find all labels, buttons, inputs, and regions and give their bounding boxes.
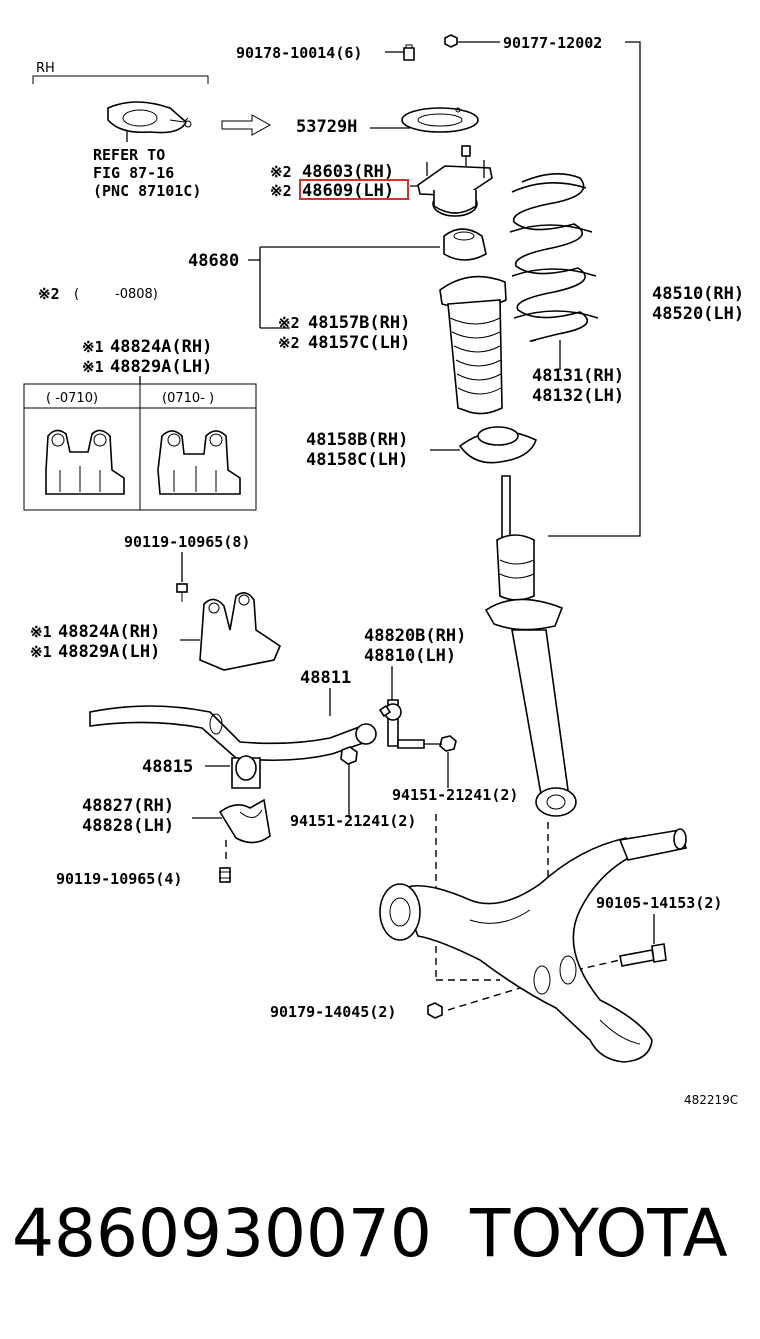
label-bolt-arm[interactable]: 90105-14153(2)	[596, 894, 722, 912]
figure-code: 482219C	[684, 1093, 738, 1107]
mark-bracket-rh: ※1	[82, 338, 104, 356]
nut-icon	[427, 1002, 443, 1019]
nut-icon	[444, 34, 458, 48]
label-boot-lh[interactable]: 48157C(LH)	[308, 333, 410, 353]
label-link-lh[interactable]: 48810(LH)	[364, 646, 456, 666]
label-bolt-top[interactable]: 90178-10014(6)	[236, 44, 362, 62]
label-seat-lh[interactable]: 48158C(LH)	[306, 450, 408, 470]
label-nut-link-upper[interactable]: 94151-21241(2)	[392, 786, 518, 804]
label-link-rh[interactable]: 48820B(RH)	[364, 626, 466, 646]
label-bracket-rh[interactable]: 48824A(RH)	[110, 337, 212, 357]
dust-boot	[439, 275, 507, 415]
label-bolt-bracket[interactable]: 90119-10965(8)	[124, 533, 250, 551]
label-absorber-rh[interactable]: 48510(RH)	[652, 284, 744, 304]
stabilizer-bar	[89, 705, 377, 762]
mark-bracket2-rh: ※1	[30, 623, 52, 641]
label-boot-rh[interactable]: 48157B(RH)	[308, 313, 410, 333]
bushing-bracket	[218, 798, 271, 844]
mark-boot-lh: ※2	[278, 334, 300, 352]
spring-seat	[458, 426, 537, 464]
note2-range: -0808)	[115, 287, 158, 302]
stabilizer-link	[378, 699, 457, 752]
refer-line-3: (PNC 87101C)	[93, 182, 201, 200]
mark-mount-rh: ※2	[270, 163, 292, 181]
label-bushing-bracket-lh[interactable]: 48828(LH)	[82, 816, 174, 836]
bump-stopper	[443, 228, 487, 261]
label-bracket2-rh[interactable]: 48824A(RH)	[58, 622, 160, 642]
brand-name: TOYOTA	[469, 1195, 728, 1272]
mark-mount-lh: ※2	[270, 182, 292, 200]
note2-mark: ※2	[38, 285, 60, 303]
label-nut-top[interactable]: 90177-12002	[503, 34, 602, 52]
bracket-new-illustration	[157, 430, 241, 495]
insulator-ring	[401, 107, 479, 133]
label-spring-lh[interactable]: 48132(LH)	[532, 386, 624, 406]
label-bushing[interactable]: 48815	[142, 757, 193, 777]
bushing	[231, 755, 261, 789]
box-col2: (0710- )	[162, 391, 214, 406]
label-stabilizer-bar[interactable]: 48811	[300, 668, 351, 688]
part-number: 4860930070	[12, 1195, 432, 1272]
bolt-icon	[219, 867, 231, 883]
label-seat-rh[interactable]: 48158B(RH)	[306, 430, 408, 450]
bolt-icon	[176, 583, 188, 602]
version-box	[23, 383, 257, 511]
mark-bracket-lh: ※1	[82, 358, 104, 376]
rh-bracket-mark	[32, 75, 209, 84]
label-nut-link-lower[interactable]: 94151-21241(2)	[290, 812, 416, 830]
lower-control-arm	[379, 828, 688, 1063]
label-nut-arm[interactable]: 90179-14045(2)	[270, 1003, 396, 1021]
nut-icon	[403, 44, 415, 61]
stabilizer-bracket	[199, 592, 281, 671]
refer-line-1: REFER TO	[93, 146, 165, 164]
highlight-box	[299, 179, 409, 200]
arrow-icon	[221, 114, 272, 136]
bolt-icon	[619, 943, 667, 967]
refer-plate-illustration	[107, 101, 192, 142]
mark-boot-rh: ※2	[278, 314, 300, 332]
label-mount-rh[interactable]: 48603(RH)	[302, 162, 394, 182]
label-bushing-bracket-rh[interactable]: 48827(RH)	[82, 796, 174, 816]
label-bracket-lh[interactable]: 48829A(LH)	[110, 357, 212, 377]
box-col1: ( -0710)	[46, 391, 98, 406]
shock-absorber	[484, 475, 577, 817]
bracket-old-illustration	[45, 429, 125, 495]
mark-bracket2-lh: ※1	[30, 643, 52, 661]
label-bumper-group[interactable]: 48680	[188, 251, 239, 271]
note2-open: (	[74, 287, 79, 302]
upper-mount	[417, 145, 493, 217]
nut-icon	[340, 746, 358, 765]
label-insulator[interactable]: 53729H	[296, 117, 357, 137]
refer-line-2: FIG 87-16	[93, 164, 174, 182]
label-bracket2-lh[interactable]: 48829A(LH)	[58, 642, 160, 662]
label-absorber-lh[interactable]: 48520(LH)	[652, 304, 744, 324]
coil-spring	[509, 173, 599, 342]
rh-tag: RH	[36, 61, 55, 76]
label-mount-lh[interactable]: 48609(LH)	[302, 181, 394, 201]
label-spring-rh[interactable]: 48131(RH)	[532, 366, 624, 386]
label-bolt-bushing[interactable]: 90119-10965(4)	[56, 870, 182, 888]
